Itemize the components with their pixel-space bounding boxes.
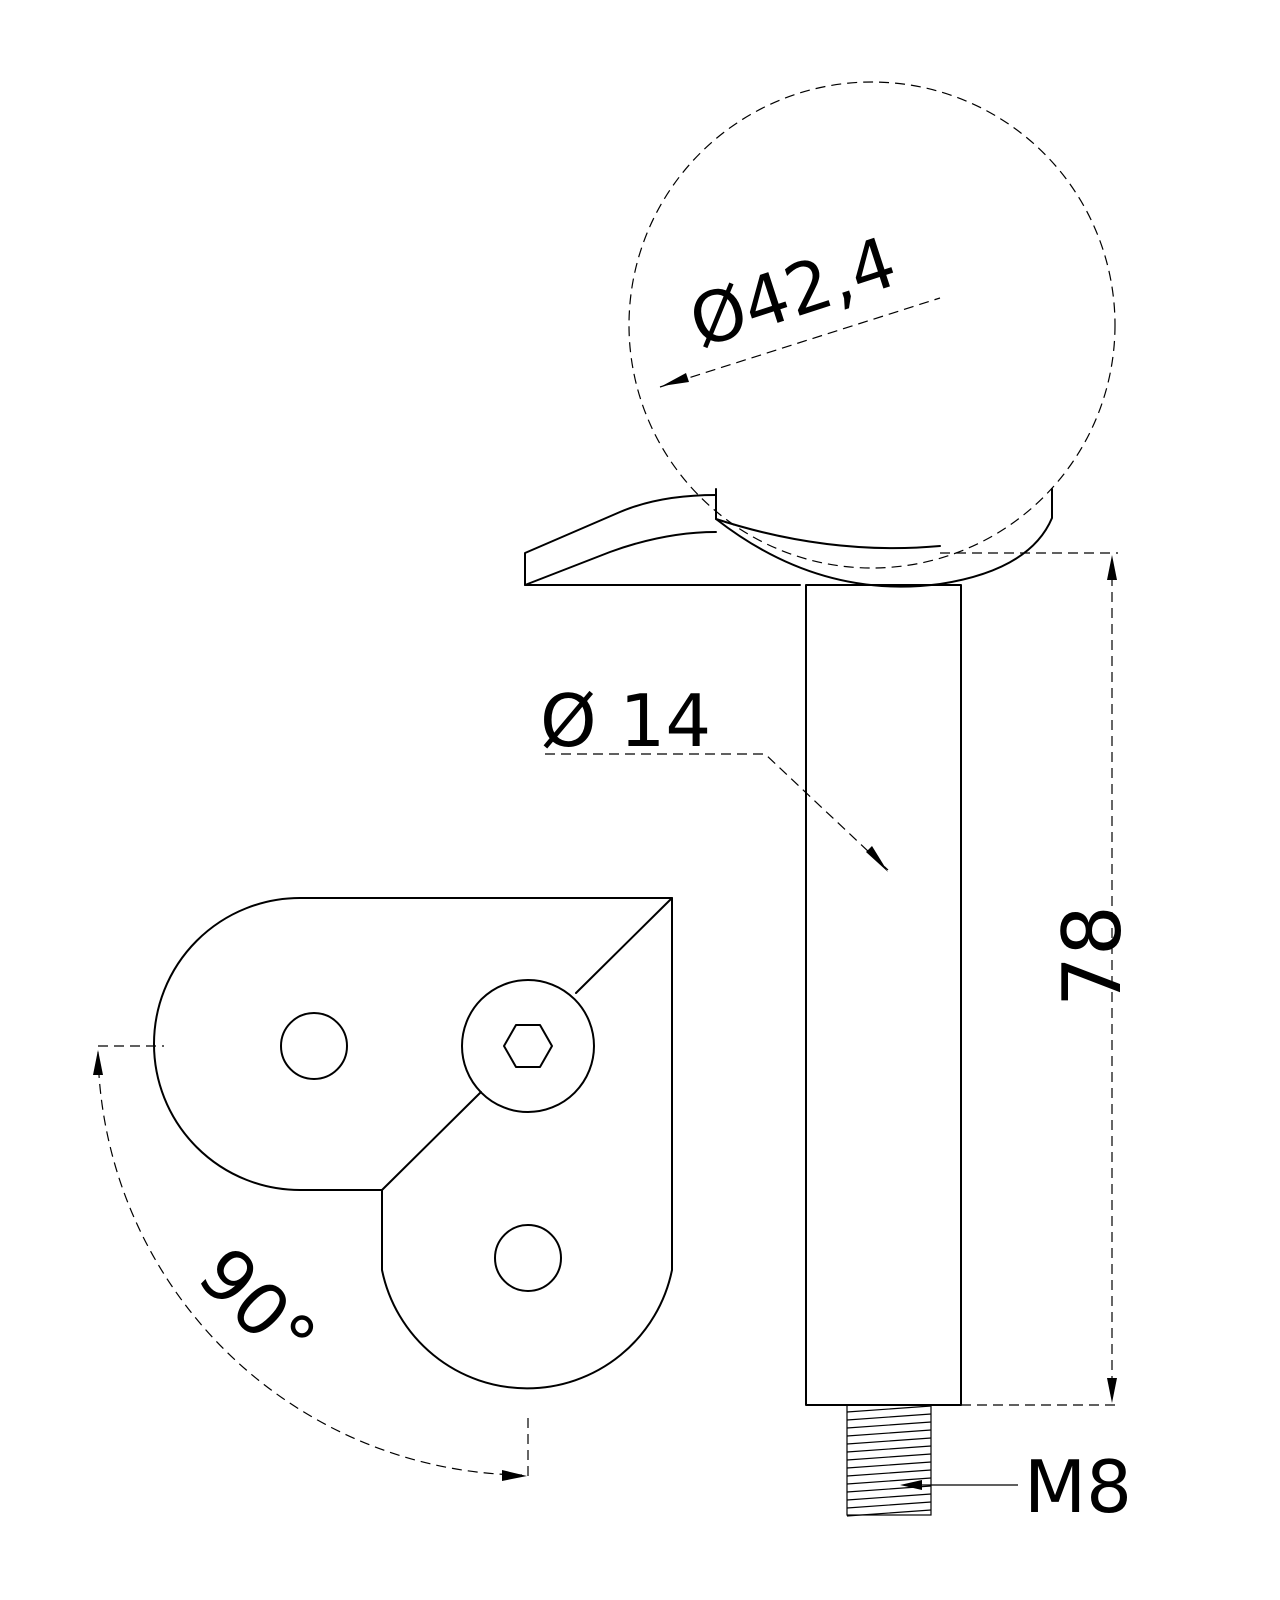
angle-arc: [97, 1051, 523, 1476]
rod-length-label: 78: [1046, 905, 1139, 1007]
bracket-wing-inner: [524, 531, 717, 586]
rod-diameter-label: Ø 14: [540, 679, 711, 763]
angle-arrow-top: [93, 1050, 103, 1075]
bracket-saddle: [715, 488, 1053, 588]
mounting-hole-left: [280, 1012, 348, 1080]
angle-arrow-bottom: [502, 1470, 527, 1481]
angle-label: 90°: [183, 1231, 333, 1381]
length-arrow-bottom: [1107, 1378, 1117, 1403]
base-plate-top-view: [153, 897, 673, 1390]
mounting-hole-bottom: [494, 1224, 562, 1292]
thread-arrow: [900, 1480, 922, 1490]
bracket-saddle-inner-arc: [715, 518, 941, 550]
bracket-wing: [524, 494, 801, 586]
length-arrow-top: [1107, 555, 1117, 580]
tube-diameter-arrow: [662, 373, 689, 386]
rod-body: [805, 584, 962, 1406]
handrail-tube-outline: [628, 81, 1116, 569]
thread-label: M8: [1024, 1445, 1132, 1529]
tube-diameter-dim-line: [659, 297, 941, 388]
tube-diameter-label: Ø42,4: [680, 221, 906, 364]
hex-socket-icon: [503, 1024, 553, 1068]
center-screw-head: [461, 979, 595, 1113]
rod-diameter-leader: [545, 753, 889, 871]
rod-diameter-arrow: [866, 846, 888, 872]
threaded-stud: [846, 1404, 932, 1517]
